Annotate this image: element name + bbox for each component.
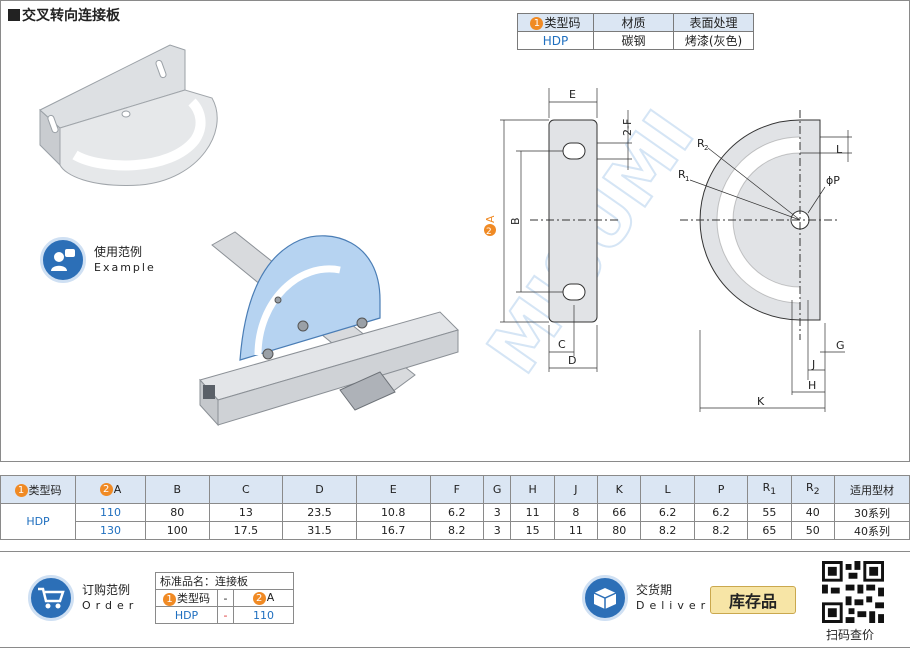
- dim-G: G: [836, 339, 845, 352]
- dim-A: A: [484, 215, 497, 223]
- table-row: HDP 110 80 13 23.5 10.8 6.2 3 11 8 66 6.…: [0, 503, 910, 540]
- title-square-icon: [8, 9, 20, 21]
- side-view: [500, 88, 632, 372]
- qr-code-icon[interactable]: [822, 561, 884, 623]
- dim-B: B: [509, 217, 522, 225]
- dim-P: ϕP: [826, 174, 840, 187]
- dim-C: C: [558, 338, 566, 351]
- standard-name: 标准品名：连接板: [155, 572, 294, 590]
- dim-J: J: [811, 358, 815, 371]
- table-row: 130 100 17.5 31.5 16.7 8.2 3 15 11 80 8.…: [1, 521, 910, 540]
- shopping-cart-icon: [28, 575, 74, 621]
- dim-R2-sub: 2: [704, 144, 708, 152]
- dim-A-num: 2: [486, 227, 492, 237]
- dim-K: K: [757, 395, 765, 408]
- product-photo: [39, 44, 218, 186]
- dim-H: H: [808, 379, 816, 392]
- usage-illustration: [199, 231, 459, 427]
- front-view: [680, 110, 852, 412]
- dim-D: D: [568, 354, 576, 367]
- usage-example-label: 使用范例 Example: [40, 237, 156, 283]
- dim-A-badge: [484, 224, 496, 236]
- person-chat-icon: [40, 237, 86, 283]
- dim-L: L: [836, 143, 843, 156]
- dim-R1-sub: 1: [685, 175, 689, 183]
- qr-label: 扫码查价: [826, 628, 875, 642]
- dim-F: 2-F: [621, 119, 634, 136]
- delivery-label: 交货期 Delivery: [582, 575, 722, 621]
- dim-R2: R: [697, 137, 705, 150]
- technical-drawing: MISUMI: [39, 44, 852, 427]
- page-title: 交叉转向连接板: [8, 5, 120, 25]
- order-example-label: 订购范例 Order: [28, 575, 138, 621]
- spec-type-code: HDP: [0, 503, 76, 540]
- dim-R1: R: [678, 168, 686, 181]
- stock-badge: 库存品: [710, 586, 796, 614]
- dim-E: E: [569, 88, 576, 101]
- surface-value: 烤漆(灰色): [673, 31, 754, 50]
- material-value: 碳钢: [593, 31, 674, 50]
- package-box-icon: [582, 575, 628, 621]
